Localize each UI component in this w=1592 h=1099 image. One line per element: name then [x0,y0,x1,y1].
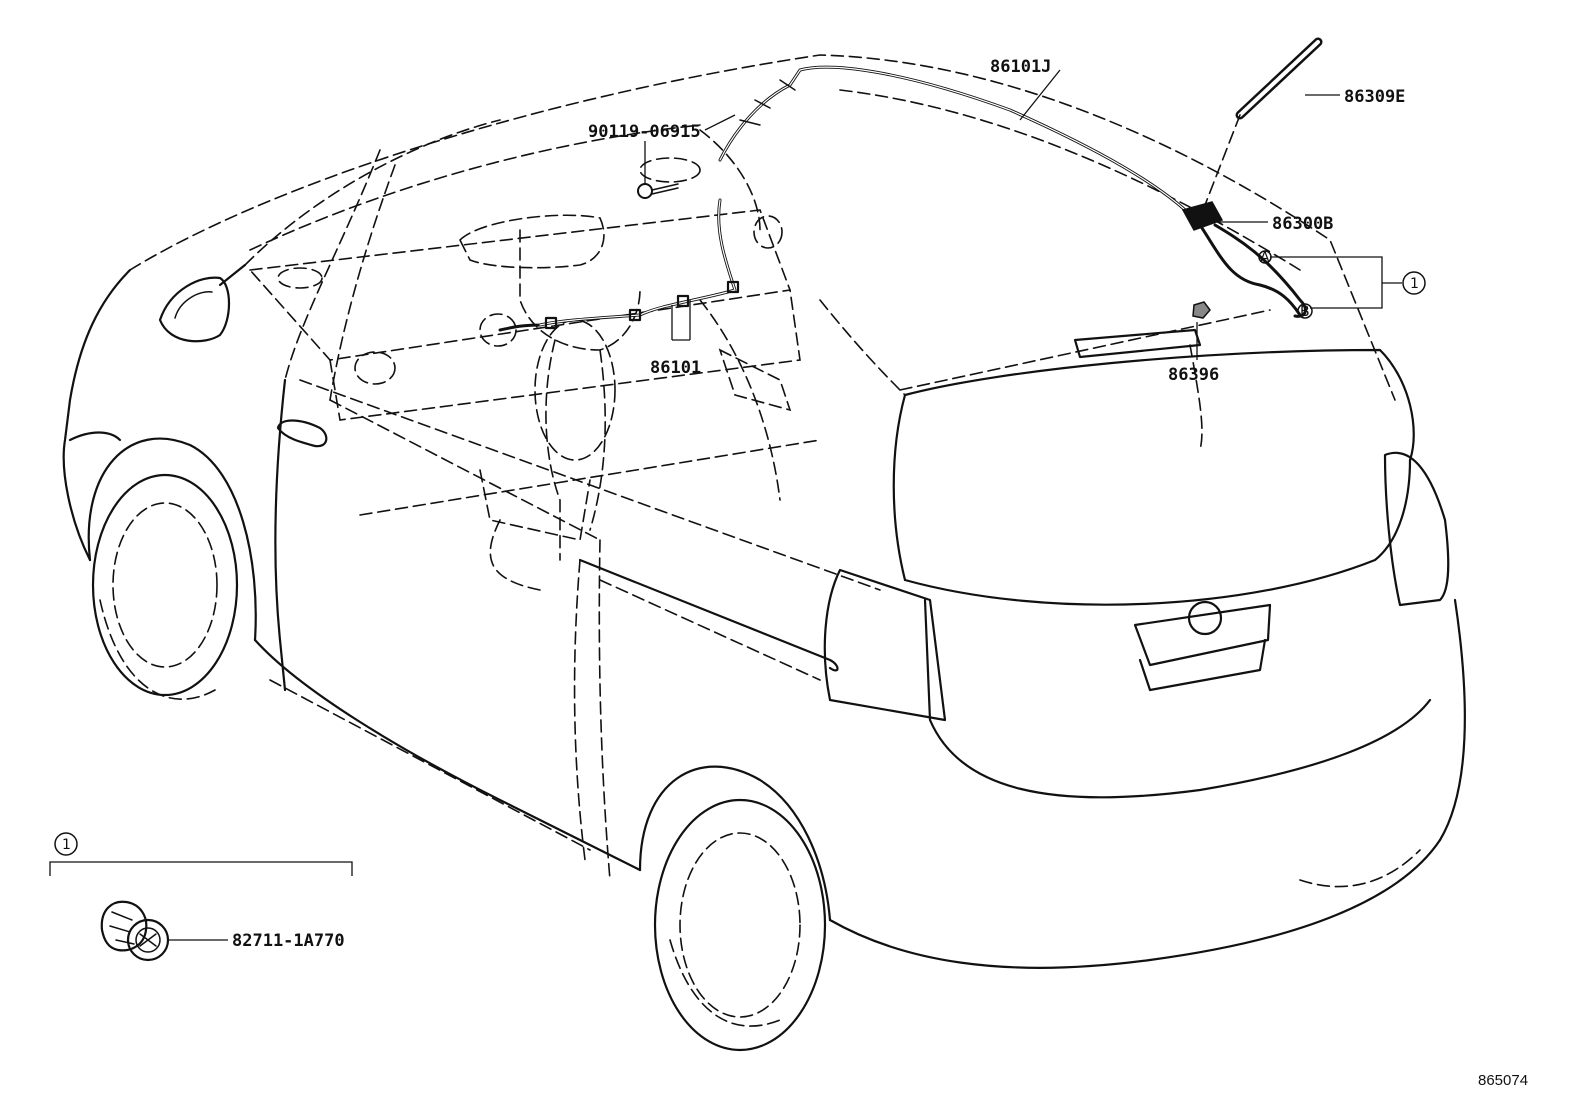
label-antenna-rod: 86309E [1344,87,1405,107]
bolt-part [637,183,679,199]
front-antenna-cable [498,198,740,332]
svg-text:A: A [1260,250,1270,266]
vehicle-body [62,54,1466,1052]
illustration-code: 865074 [1478,1072,1528,1089]
roof-antenna-cable [718,65,1302,317]
connector-b: B [1297,303,1313,320]
leader-lines [168,69,1402,941]
antenna-base [1181,201,1307,318]
label-antenna-base: 86300B [1272,214,1333,234]
connector-a: A [1258,250,1272,266]
group-ref-number: 1 [1410,276,1419,292]
cable-clip [1192,301,1211,319]
label-roof-cable: 86101J [990,57,1051,77]
inset-group-number: 1 [62,837,71,853]
label-clip: 86396 [1168,365,1219,385]
label-bolt: 90119-06915 [588,122,701,142]
antenna-rod [1204,37,1323,206]
label-front-cable: 86101 [650,358,701,378]
label-inset-part: 82711-1A770 [232,931,345,951]
inset-group: 1 82711-1A770 [49,832,353,962]
svg-text:B: B [1300,304,1310,320]
connector-clip-part [100,900,170,962]
group-ref-marker: 1 [1402,271,1426,295]
